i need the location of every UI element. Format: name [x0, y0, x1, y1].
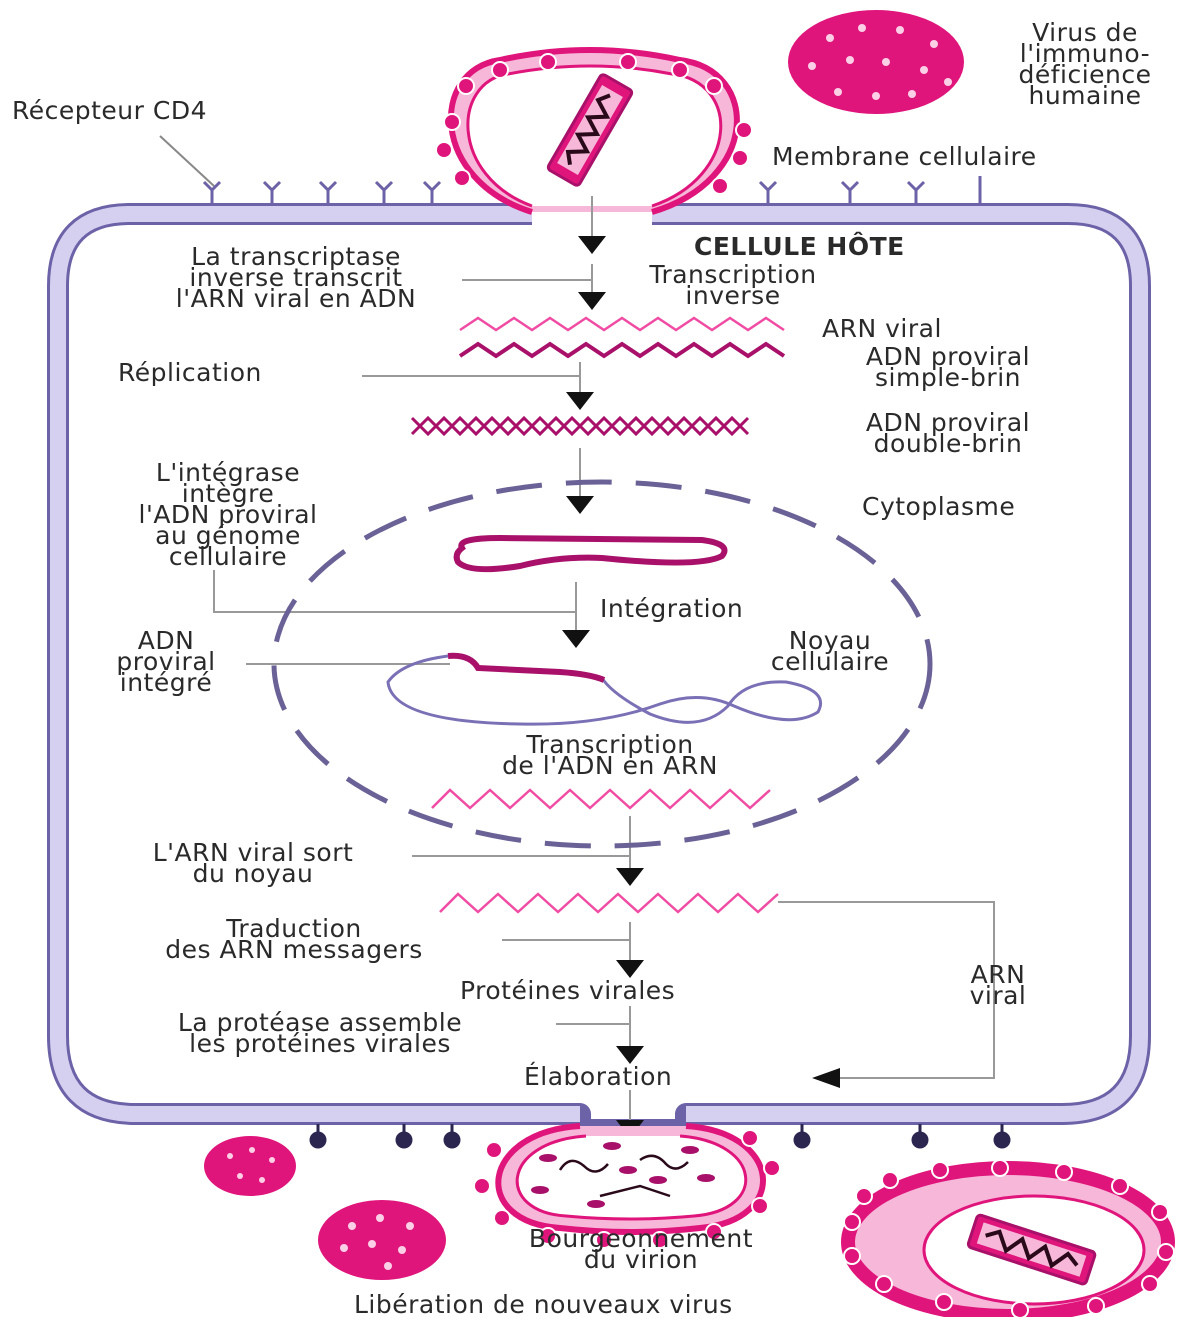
replication-label: Réplication: [118, 358, 262, 387]
proviral-ssdna-strand: [458, 341, 786, 359]
flow-arrows: [562, 196, 995, 1138]
viral-proteins-label: Protéines virales: [460, 976, 676, 1005]
cd4-leader: [159, 135, 215, 187]
cd4-receptor-label: Récepteur CD4: [12, 96, 207, 125]
proviral-dna-loop: [453, 534, 728, 573]
viral-rna-strand: [459, 316, 785, 332]
cd4-receptors: [202, 176, 982, 204]
entering-virus: [435, 47, 753, 215]
proviral-dsdna-label: ADN proviral double-brin: [865, 408, 1031, 458]
cytoplasm-label: Cytoplasme: [862, 492, 1016, 521]
side-viral-rna-label: ARN viral: [969, 960, 1027, 1010]
translation-label: Traduction des ARN messagers: [165, 914, 423, 964]
mature-virion-icon: [841, 1159, 1175, 1317]
protein-fragments-icon: [531, 1142, 715, 1208]
assembly-label: Élaboration: [524, 1062, 673, 1091]
cell-membrane-label: Membrane cellulaire: [772, 142, 1037, 171]
proviral-dsdna-strand: [410, 415, 750, 437]
reverse-transcription-label: Transcription inverse: [649, 260, 817, 310]
exported-rna-strand: [439, 892, 779, 914]
nucleus-label: Noyau cellulaire: [770, 626, 890, 676]
budding-virion: [473, 1123, 781, 1249]
proviral-ssdna-label: ADN proviral simple-brin: [865, 342, 1031, 392]
rna-exits-nucleus-label: L'ARN viral sort du noyau: [152, 838, 354, 888]
transcription-label: Transcription de l'ADN en ARN: [502, 730, 718, 780]
hiv-label: Virus de l'immuno- déficience humaine: [1018, 18, 1152, 110]
integrated-provirus-label: ADN proviral intégré: [116, 626, 216, 697]
reverse-transcriptase-label: La transcriptase inverse transcrit l'ARN…: [175, 242, 417, 313]
host-cell-label: CELLULE HÔTE: [694, 232, 905, 261]
released-virion-small-icon: [204, 1136, 296, 1196]
budding-label: Bourgeonnement du virion: [528, 1224, 754, 1274]
viral-rna-label: ARN viral: [822, 314, 942, 343]
hiv-virion-icon: [788, 10, 964, 114]
release-label: Libération de nouveaux virus: [354, 1290, 733, 1319]
leader-lines: [213, 279, 630, 1025]
protease-label: La protéase assemble les protéines viral…: [177, 1008, 463, 1058]
integrated-provirus-segment: [447, 652, 606, 683]
released-virion-medium-icon: [318, 1200, 446, 1280]
integration-label: Intégration: [600, 594, 744, 623]
membrane-markers: [309, 1124, 1011, 1149]
nucleus-envelope: [271, 479, 933, 849]
integrase-label: L'intégrase intègre l'ADN proviral au gé…: [138, 458, 318, 571]
host-chromosome: [386, 654, 822, 726]
transcribed-rna-strand: [431, 788, 771, 810]
viral-capsid-icon: [546, 73, 634, 187]
